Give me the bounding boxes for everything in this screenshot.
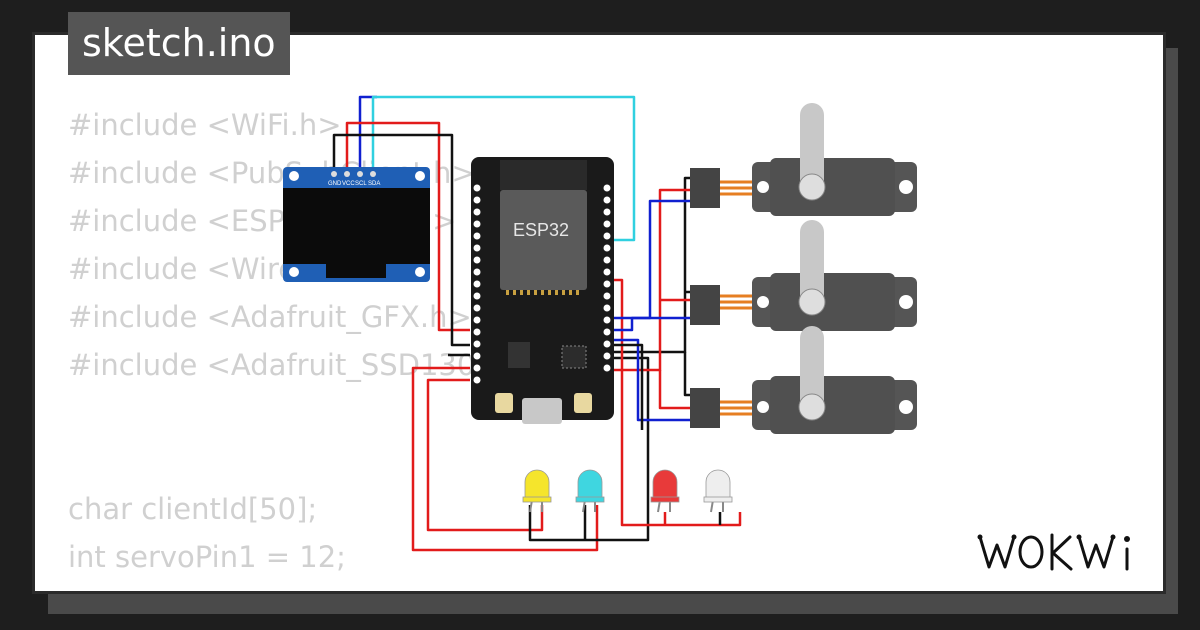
mount-hole <box>757 181 769 193</box>
mount-hole <box>899 295 913 309</box>
code-line: #include <WiFi.h> <box>68 108 342 142</box>
reset-button[interactable] <box>574 393 592 413</box>
wire-blue <box>612 316 692 332</box>
pin-label: GND <box>328 181 342 187</box>
boot-button[interactable] <box>495 393 513 413</box>
module-label: ESP32 <box>513 220 569 240</box>
mount-hole <box>757 296 769 308</box>
oled-ribbon <box>326 264 386 278</box>
usb-port <box>522 398 562 424</box>
pin-label: SDA <box>368 181 380 187</box>
code-line: Servo servo1; <box>68 581 546 591</box>
led-yellow[interactable] <box>522 469 552 513</box>
oled-screen <box>283 188 430 264</box>
servo-shaft <box>798 288 826 316</box>
servo-connector <box>690 388 720 428</box>
led-white[interactable] <box>703 469 733 513</box>
wire-red <box>411 366 599 552</box>
wire-black <box>612 343 644 430</box>
code-line: char clientId[50]; <box>68 492 318 526</box>
servo-shaft <box>798 173 826 201</box>
pin-label: VCC <box>342 181 355 187</box>
mount-hole <box>899 180 913 194</box>
wire-black <box>612 176 692 354</box>
wire-black <box>332 133 470 347</box>
servo-case <box>770 273 895 331</box>
wire-red <box>612 188 692 372</box>
wire-red <box>426 378 544 532</box>
servo-motor[interactable] <box>690 220 917 331</box>
servo-connector <box>690 168 720 208</box>
servo-shaft <box>798 393 826 421</box>
servo-case <box>770 158 895 216</box>
esp32-board[interactable]: ESP32 <box>471 157 614 424</box>
servo-horn <box>800 220 824 312</box>
mount-hole <box>415 267 425 277</box>
regulator <box>508 342 530 368</box>
oled-pin-labels: GND VCC SCL SDA <box>328 171 380 187</box>
mount-hole <box>289 171 299 181</box>
oled-display[interactable]: GND VCC SCL SDA <box>283 167 430 282</box>
servo-motor[interactable] <box>690 326 917 434</box>
wire-black <box>683 352 692 397</box>
left-header-pins <box>473 184 481 384</box>
servo-horn <box>800 103 824 197</box>
servo-case <box>770 376 895 434</box>
wires <box>332 95 742 552</box>
wire-red <box>612 278 742 527</box>
right-header-pins <box>603 184 611 372</box>
servo-motor[interactable] <box>690 103 917 216</box>
wire-blue <box>612 338 692 422</box>
esp32-module <box>500 190 587 290</box>
led-red[interactable] <box>650 469 680 513</box>
antenna <box>500 160 587 190</box>
usb-chip <box>561 345 587 369</box>
mount-hole <box>899 400 913 414</box>
file-tab[interactable]: sketch.ino <box>68 12 290 75</box>
servo-connector <box>690 285 720 325</box>
code-line: #include <Adafruit_GFX.h> <box>68 300 472 334</box>
wire-red <box>345 121 470 332</box>
wokwi-logo <box>977 533 1130 571</box>
pin-label: SCL <box>355 181 367 187</box>
servo-horn <box>800 326 824 417</box>
code-line: int servoPin1 = 12; <box>68 540 346 574</box>
led-cyan[interactable] <box>575 469 605 513</box>
mount-hole <box>415 171 425 181</box>
mount-hole <box>757 401 769 413</box>
led-group <box>522 469 733 513</box>
wire-black <box>528 356 650 542</box>
wire-blue <box>358 95 377 175</box>
module-pads <box>506 290 579 295</box>
wire-red <box>658 370 692 410</box>
mount-hole <box>289 267 299 277</box>
